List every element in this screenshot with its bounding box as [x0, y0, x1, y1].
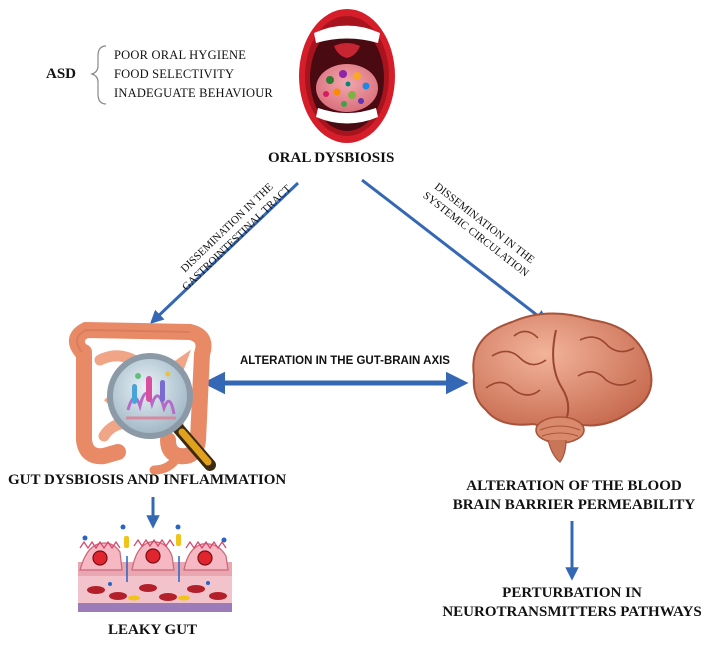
arrow-oral-to-gut [150, 181, 300, 324]
arrow-oral-to-brain [361, 178, 549, 324]
asd-label: ASD [46, 66, 77, 82]
mouth-illustration [299, 9, 395, 143]
node-oral-dysbiosis: ORAL DYSBIOSIS [268, 150, 395, 166]
factor-food-selectivity: FOOD SELECTIVITY [114, 67, 235, 81]
node-leaky-gut: LEAKY GUT [108, 622, 198, 638]
node-neuro-line1: PERTURBATION IN [502, 585, 642, 601]
node-gut-dysbiosis: GUT DYSBIOSIS AND INFLAMMATION [8, 472, 287, 488]
factor-behaviour: INADEGUATE BEHAVIOUR [114, 86, 273, 100]
brain-illustration [472, 312, 653, 463]
asd-bracket [90, 45, 107, 105]
node-bbb-line2: BRAIN BARRIER PERMEABILITY [452, 497, 696, 513]
node-bbb-line1: ALTERATION OF THE BLOOD [466, 478, 682, 494]
leaky-gut-illustration [78, 524, 232, 612]
factor-oral-hygiene: POOR ORAL HYGIENE [114, 48, 247, 62]
magnifier-illustration [107, 353, 216, 471]
edge-label-gut-brain-axis: ALTERATION IN THE GUT-BRAIN AXIS [240, 355, 450, 367]
node-neuro-line2: NEUROTRANSMITTERS PATHWAYS [442, 604, 702, 620]
